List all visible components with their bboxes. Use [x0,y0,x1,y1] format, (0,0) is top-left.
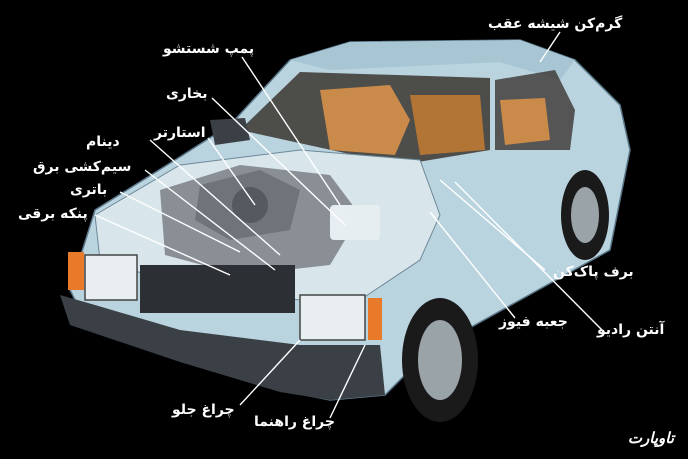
label-washer-pump: پمپ شستشو [163,41,255,57]
label-indicator-light: چراغ راهنما [254,414,335,430]
car-body [60,39,631,422]
label-radio-antenna: آنتن رادیو [597,322,665,338]
label-rear-defroster: گرم‌کن شیشه عقب [488,16,623,32]
label-fuse-box: جعبه فیوز [499,314,568,330]
label-ignition-wiring: سیم‌کشی برق [33,159,132,175]
label-battery: باتری [70,182,108,198]
label-heater: بخاری [166,86,208,102]
leader-lines [94,31,606,419]
label-headlight: چراغ جلو [172,402,235,418]
label-starter: استارتر [154,125,206,141]
label-electric-fan: پنکه برقی [18,206,88,222]
label-wiper: برف پاک‌کن [553,264,634,280]
brand-logo: تاوپارت [627,429,674,447]
label-alternator: دینام [86,134,120,150]
